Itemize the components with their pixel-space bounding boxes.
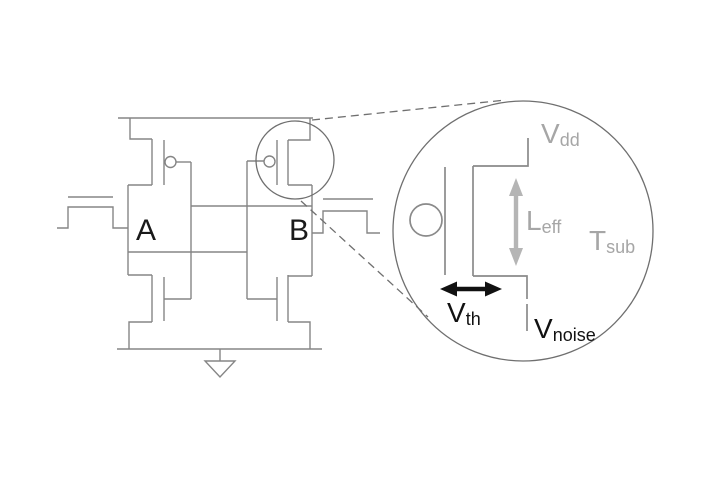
magnifier-circle [392, 100, 654, 362]
node-a-label: A [136, 214, 156, 247]
pmos-a-source [129, 118, 152, 140]
vdd-label: Vdd [541, 118, 580, 150]
tsub-label: Tsub [589, 225, 635, 257]
inverter-a: A [127, 118, 192, 349]
pmos-a-bubble-icon [164, 155, 177, 169]
inverter-b: B [246, 118, 313, 349]
leff-label: Leff [526, 205, 562, 237]
callout-dashed-bottom [300, 200, 429, 318]
callout-dashed-top [311, 99, 507, 121]
mag-drain-lead [473, 275, 528, 299]
cross-coupled-inverters: A B [57, 117, 380, 379]
magnifier-callout: Vdd Leff Tsub Vth Vnoise [255, 99, 654, 362]
node-b-label: B [289, 214, 309, 247]
mag-bubble-icon [409, 203, 443, 237]
vth-label: Vth [447, 297, 481, 329]
pmos-b-bubble-icon [263, 155, 276, 168]
vth-arrow-icon [440, 281, 502, 297]
noise-pulse-right-icon [312, 198, 380, 234]
ground-icon [203, 349, 237, 379]
magnified-pmos [409, 138, 529, 331]
vnoise-label: Vnoise [534, 313, 596, 345]
nmos-b-source [288, 321, 311, 349]
noise-pulse-left-icon [57, 196, 128, 229]
leff-arrow-icon [509, 178, 523, 266]
pmos-b-source [288, 118, 311, 141]
mag-source-lead [473, 138, 529, 167]
nmos-a-source [128, 321, 152, 349]
highlight-circle [255, 120, 335, 200]
